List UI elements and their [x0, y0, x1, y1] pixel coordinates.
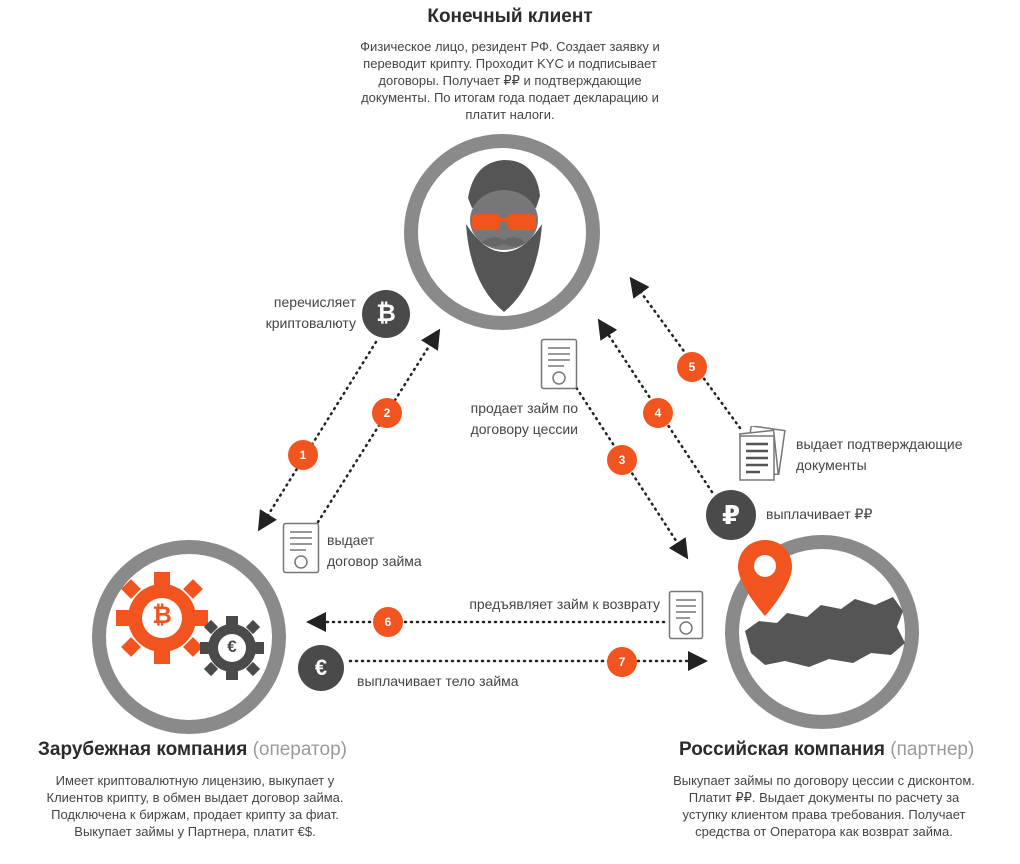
cession-document-icon — [540, 338, 578, 390]
operator-desc-line: Подключена к биржам, продает крипту за ф… — [51, 807, 339, 822]
loan-claim-document-icon — [668, 590, 704, 640]
arrow-3 — [568, 376, 689, 560]
step-2-label-line: выдает — [327, 532, 375, 548]
step-6-label-line: предъявляет займ к возврату — [469, 596, 660, 612]
step-2-label-line: договор займа — [327, 553, 422, 569]
operator-desc-line: Клиентов крипту, в обмен выдает договор … — [46, 790, 344, 805]
papers-stack-icon — [738, 426, 786, 481]
step-5-label-line: документы — [796, 457, 867, 473]
step-badge-3: 3 — [607, 445, 637, 475]
step-1-label-line: перечисляет — [273, 294, 356, 310]
operator-title-main: Зарубежная компания — [38, 739, 248, 760]
step-4-label: выплачивает ₽₽ — [766, 504, 872, 525]
partner-title-sub: (партнер) — [890, 739, 975, 760]
client-desc-line: платит налоги. — [465, 107, 555, 122]
step-1-label: перечисляет криптовалюту — [226, 292, 356, 334]
step-5-label: выдает подтверждающие документы — [796, 434, 963, 476]
gears-icon — [116, 572, 264, 680]
step-badge-7: 7 — [607, 647, 637, 677]
partner-title-main: Российская компания — [679, 739, 886, 760]
client-description: Физическое лицо, резидент РФ. Создает за… — [320, 38, 700, 123]
operator-title: Зарубежная компания (оператор) — [38, 739, 347, 761]
euro-coin-icon: € — [298, 645, 344, 691]
partner-desc-line: Выкупает займы по договору цессии с диск… — [673, 773, 975, 788]
step-1-label-line: криптовалюту — [265, 315, 356, 331]
arrow-1 — [257, 340, 378, 532]
step-4-label-line: выплачивает ₽₽ — [766, 506, 873, 522]
contract-document-icon — [282, 522, 320, 574]
step-badge-6: 6 — [373, 607, 403, 637]
ruble-coin-icon: ₽ — [706, 490, 756, 540]
operator-title-sub: (оператор) — [252, 739, 347, 760]
partner-desc-line: уступку клиентом права требования. Получ… — [682, 807, 966, 822]
partner-desc-line: средства от Оператора как возврат займа. — [695, 824, 953, 839]
step-badge-4: 4 — [643, 398, 673, 428]
operator-description: Имеет криптовалютную лицензию, выкупает … — [0, 772, 390, 840]
client-desc-line: договоры. Получает ₽₽ и подтверждающие — [378, 73, 642, 88]
client-desc-line: переводит крипту. Проходит KYC и подписы… — [363, 56, 657, 71]
operator-desc-line: Имеет криптовалютную лицензию, выкупает … — [55, 773, 335, 788]
client-title: Конечный клиент — [427, 6, 593, 27]
partner-description: Выкупает займы по договору цессии с диск… — [628, 772, 1020, 840]
bitcoin-gear-symbol: ₿ — [152, 602, 172, 629]
partner-desc-line: Платит ₽₽. Выдает документы по расчету з… — [688, 790, 960, 805]
arrow-2 — [316, 328, 441, 524]
partner-title: Российская компания (партнер) — [679, 739, 974, 761]
step-7-label: выплачивает тело займа — [357, 671, 519, 692]
step-3-label: продает займ по договору цессии — [446, 398, 578, 440]
step-5-label-line: выдает подтверждающие — [796, 436, 963, 452]
step-3-label-line: договору цессии — [470, 421, 578, 437]
location-pin-icon — [738, 540, 792, 616]
step-3-label-line: продает займ по — [470, 400, 578, 416]
client-desc-line: документы. По итогам года подает деклара… — [361, 90, 659, 105]
step-badge-2: 2 — [372, 398, 402, 428]
russia-map-icon — [745, 597, 905, 667]
step-2-label: выдает договор займа — [327, 530, 422, 572]
bearded-man-icon — [466, 160, 542, 312]
step-badge-5: 5 — [677, 352, 707, 382]
bitcoin-coin-icon: ₿ — [362, 290, 410, 338]
euro-gear-symbol: € — [227, 637, 237, 656]
client-desc-line: Физическое лицо, резидент РФ. Создает за… — [360, 39, 660, 54]
operator-desc-line: Выкупает займы у Партнера, платит €$. — [74, 824, 316, 839]
step-7-label-line: выплачивает тело займа — [357, 673, 519, 689]
step-badge-1: 1 — [288, 440, 318, 470]
step-6-label: предъявляет займ к возврату — [420, 594, 660, 615]
